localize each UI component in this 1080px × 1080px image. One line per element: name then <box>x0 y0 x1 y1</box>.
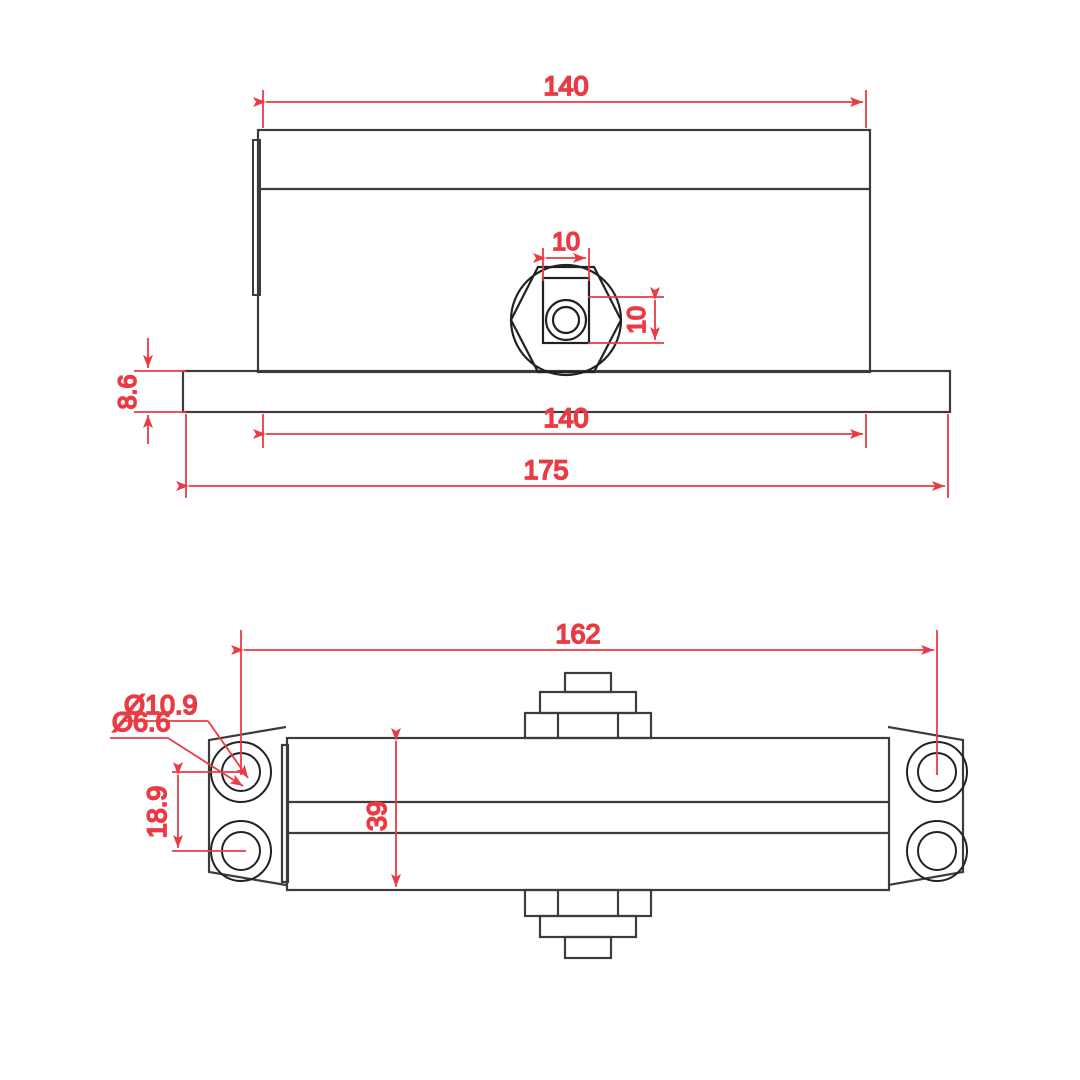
dimension-top-162: 162 <box>231 618 938 775</box>
dimension-label-hex-10-horizontal: 10 <box>552 228 580 256</box>
top-spindle-boss <box>523 671 653 740</box>
socket-circle-inner <box>551 305 581 335</box>
housing-left-lip <box>280 743 290 884</box>
dimension-total-175: 175 <box>176 414 949 498</box>
side-view-dimensions: 140 10 10 8.6 <box>113 70 949 498</box>
body-housing <box>280 736 891 892</box>
square-socket <box>541 276 591 345</box>
bottom-spindle-boss <box>523 888 653 960</box>
dimension-label-top-162: 162 <box>555 619 600 649</box>
hex-outer-circle <box>509 263 623 377</box>
dimension-label-thickness-8-6: 8.6 <box>114 375 142 410</box>
dimension-top-140: 140 <box>253 70 867 128</box>
dimension-label-pitch-18-9: 18.9 <box>142 786 172 839</box>
mounting-hole-lower-right <box>906 820 968 882</box>
hexagon-nut <box>509 265 623 374</box>
dimension-label-dia-6-6: Ø6.6 <box>112 707 171 737</box>
hex-nut-assembly <box>509 263 623 377</box>
left-mounting-bracket <box>207 725 287 887</box>
dimension-label-top-140: 140 <box>543 71 588 101</box>
dimension-label-total-175: 175 <box>523 455 568 485</box>
dimension-label-hex-10-vertical: 10 <box>623 306 651 334</box>
left-end-tab <box>252 139 261 296</box>
socket-circle-outer <box>544 298 588 342</box>
dimension-label-dia-10-9: Ø10.9 <box>124 690 198 720</box>
bottom-view-dimensions: 162 39 Ø10.9 Ø6.6 <box>110 618 938 887</box>
dimension-leader-dia-10-9: Ø10.9 <box>121 689 249 779</box>
dimension-width-39: 39 <box>361 728 401 887</box>
dimension-hex-10-horizontal: 10 <box>533 227 590 281</box>
dimension-label-width-39: 39 <box>362 801 392 831</box>
bottom-plan-view: 162 39 Ø10.9 Ø6.6 <box>110 618 968 960</box>
dimension-label-bottom-140: 140 <box>543 403 588 433</box>
right-mounting-bracket <box>887 725 965 887</box>
dimension-bottom-140: 140 <box>253 402 867 448</box>
dimension-pitch-18-9: 18.9 <box>141 762 246 852</box>
dimension-hex-10-vertical: 10 <box>588 287 664 344</box>
side-elevation-view: 140 10 10 8.6 <box>113 70 952 498</box>
dimension-leader-dia-6-6: Ø6.6 <box>110 706 244 787</box>
dimension-thickness-8-6: 8.6 <box>113 338 186 444</box>
